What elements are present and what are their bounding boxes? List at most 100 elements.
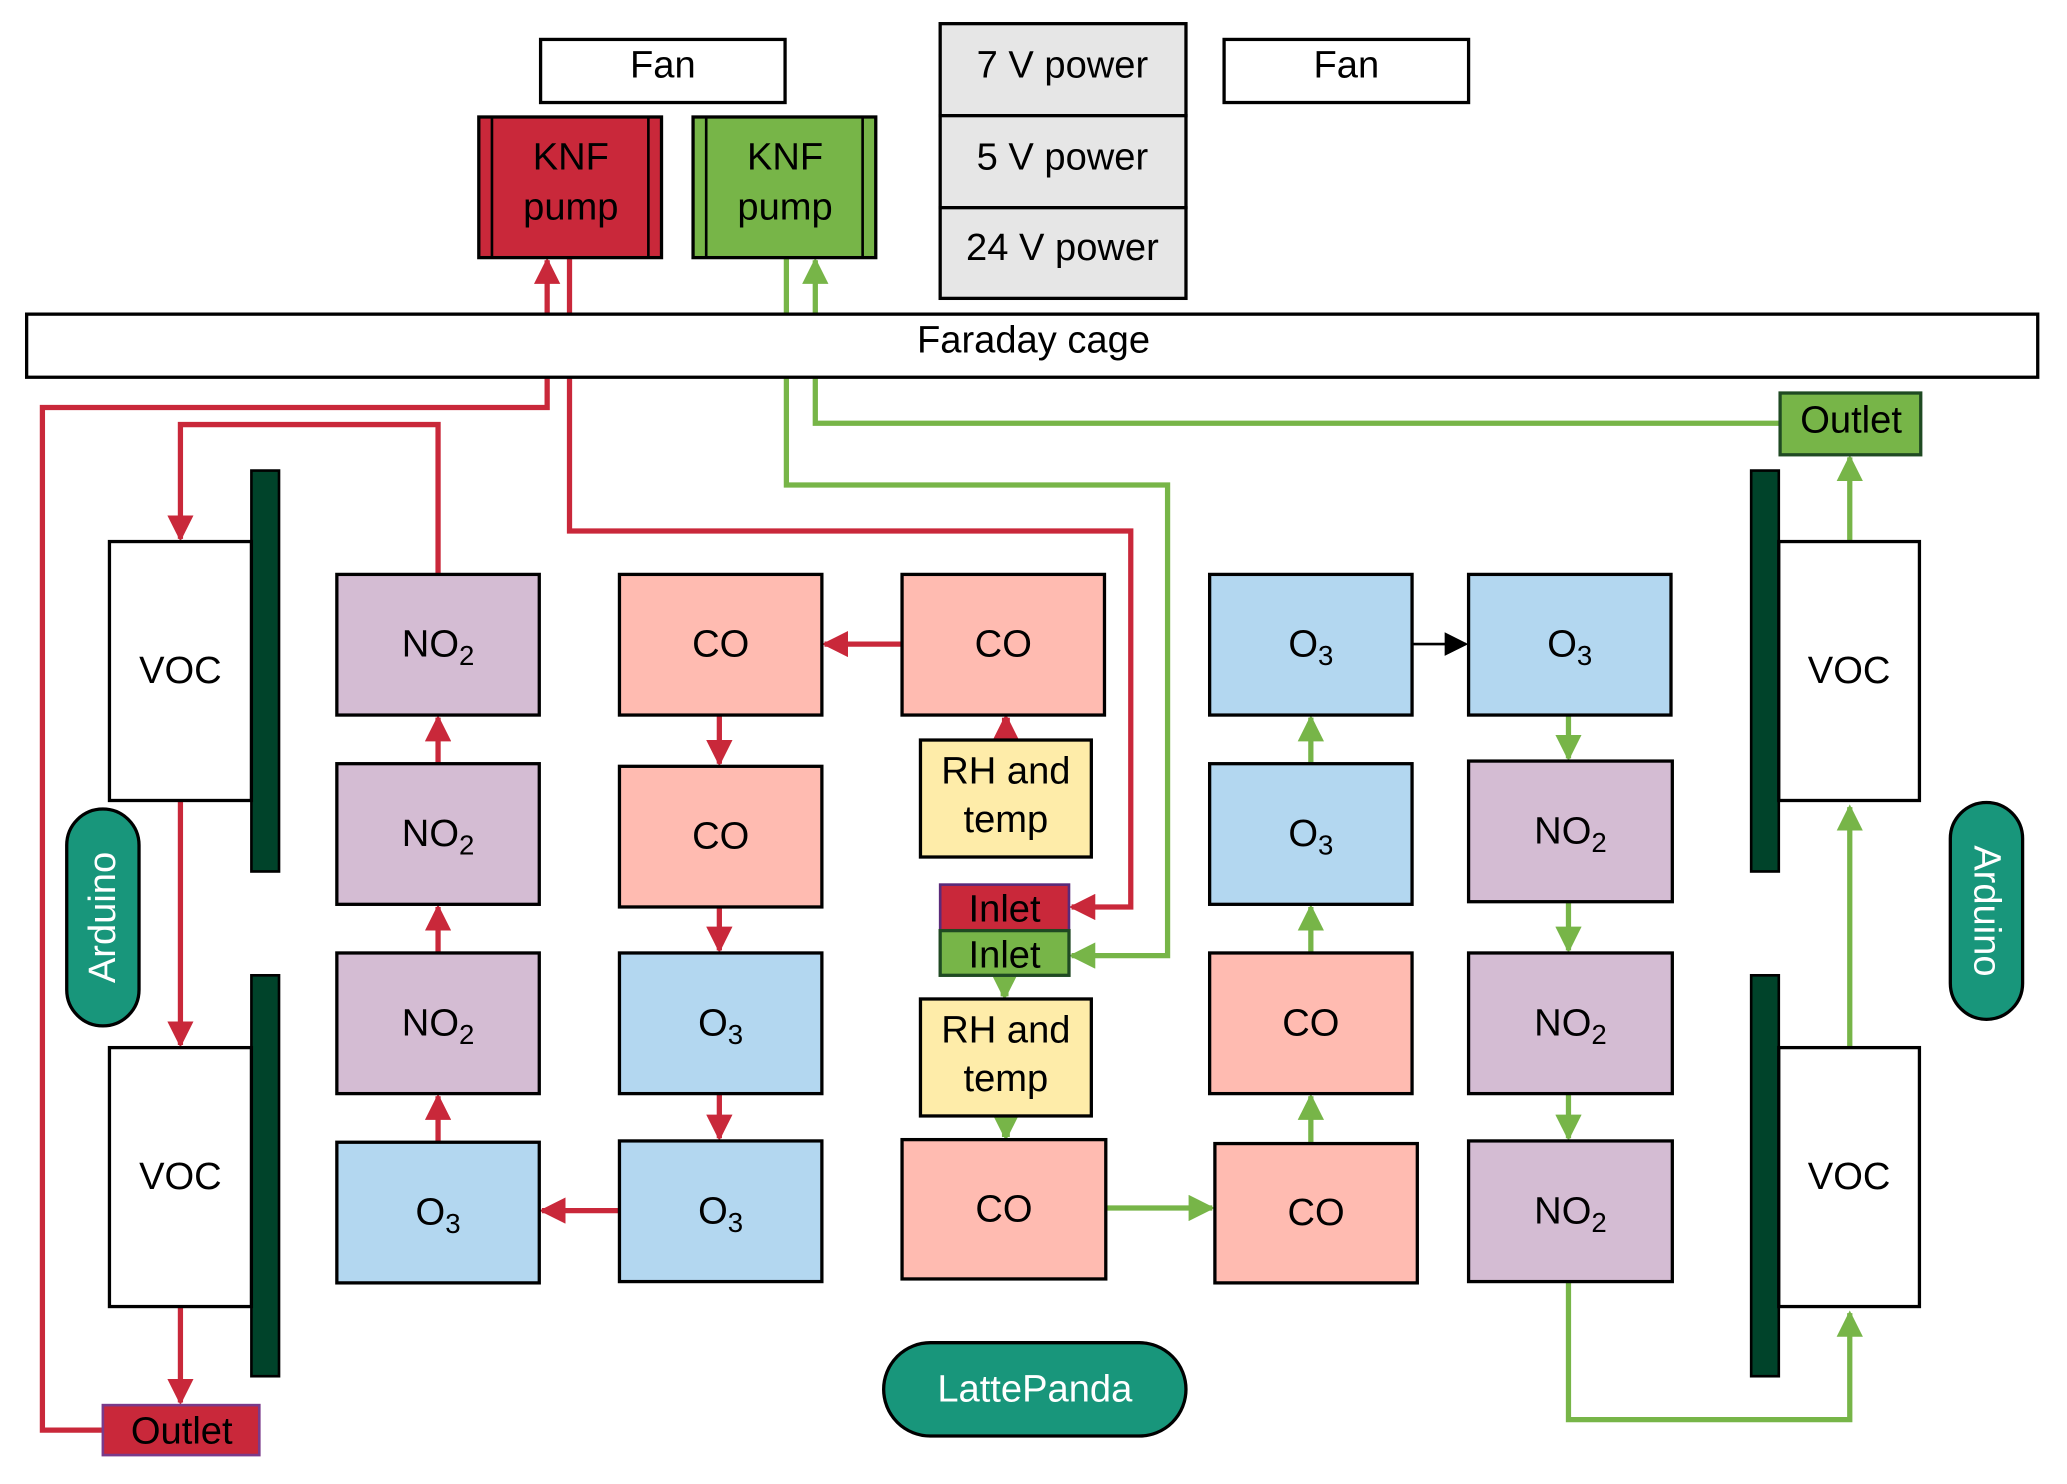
o3-mid-2-label: O3	[698, 1190, 743, 1237]
outlet-red	[101, 1403, 261, 1457]
co-right-2-box	[1213, 1141, 1419, 1285]
co-green-first-label: CO	[975, 1188, 1032, 1230]
arduino-right-label: Arduino	[1965, 845, 2007, 976]
rh-temp-sensor-green-label-line1: RH and	[941, 1010, 1070, 1052]
lattepanda: LattePanda	[882, 1341, 1188, 1438]
rh-temp-sensor-red-label-line2: temp	[964, 799, 1049, 841]
rh-temp-sensor-green: RH and temp	[918, 997, 1093, 1118]
o3-right-1: O3	[1207, 572, 1414, 717]
voc-top-left-label: VOC	[139, 650, 222, 692]
o3-mid-1-label: O3	[698, 1002, 743, 1049]
no2-left-2: NO2	[335, 762, 541, 906]
faraday-cage	[24, 312, 2040, 379]
co-mid-1-box	[617, 572, 824, 717]
fan-left-label: Fan	[630, 45, 696, 87]
voc-top-left-box	[107, 539, 254, 803]
o3-right-3: O3	[1466, 572, 1673, 717]
rh-temp-sensor-green-box	[918, 997, 1093, 1118]
voc-bottom-right-box	[1777, 1045, 1922, 1309]
co-mid-1-label: CO	[692, 624, 749, 666]
board-right-bottom	[1749, 973, 1781, 1378]
no2-left-3: NO2	[335, 951, 541, 1096]
voc-bottom-right-label: VOC	[1808, 1156, 1891, 1198]
voc-bottom-left: VOC	[107, 1045, 254, 1309]
rh-temp-sensor-red: RH and temp	[918, 738, 1093, 859]
o3-mid-2-box	[617, 1139, 824, 1284]
co-right-2-label: CO	[1288, 1192, 1345, 1234]
power-supply-3	[938, 206, 1188, 301]
o3-left-bottom: O3	[335, 1140, 541, 1285]
outlet-green	[1778, 391, 1923, 457]
no2-right-3-box	[1466, 1139, 1674, 1284]
rh-temp-sensor-red-label-line1: RH and	[941, 751, 1070, 793]
power-supply-2-label: 5 V power	[977, 137, 1149, 179]
co-right-1-box	[1207, 951, 1414, 1096]
fan-right	[1222, 37, 1471, 105]
co-red-first-box	[900, 572, 1107, 717]
power-supply-3-label: 24 V power	[966, 227, 1159, 269]
no2-left-1: NO2	[335, 572, 541, 717]
voc-top-left: VOC	[107, 539, 254, 803]
no2-left-1-label: NO2	[402, 624, 475, 671]
knf-pump-red-label-line2: pump	[523, 187, 618, 229]
rh-temp-sensor-green-label-line2: temp	[964, 1058, 1049, 1100]
knf-pump-green-label-line2: pump	[737, 187, 832, 229]
red-pump-exhaust-to-inlet	[566, 257, 1134, 921]
lattepanda-label: LattePanda	[937, 1368, 1133, 1410]
co-green-first-box	[900, 1137, 1108, 1281]
co-mid-2: CO	[617, 764, 824, 909]
lattepanda-shape	[882, 1341, 1188, 1438]
co-red-first-label: CO	[975, 624, 1032, 666]
outlet-green-label: Outlet	[1800, 400, 1902, 442]
co-right-1-label: CO	[1282, 1002, 1339, 1044]
o3-right-3-box	[1466, 572, 1673, 717]
outlet-red-label: Outlet	[131, 1410, 233, 1452]
o3-right-2: O3	[1207, 762, 1414, 906]
co-right-2: CO	[1213, 1141, 1419, 1285]
o3-left-bottom-label: O3	[416, 1192, 461, 1239]
co-red-first: CO	[900, 572, 1107, 717]
voc-bottom-right: VOC	[1777, 1045, 1922, 1309]
fan-left	[538, 37, 787, 105]
o3-mid-1-box	[617, 951, 824, 1096]
no2-left-3-label: NO2	[402, 1002, 475, 1049]
no2-right-1-box	[1466, 759, 1674, 904]
knf-pump-red-label-line1: KNF	[533, 137, 609, 179]
no2-right-1-label: NO2	[1534, 810, 1607, 857]
o3-right-1-box	[1207, 572, 1414, 717]
no2-left-3-box	[335, 951, 541, 1096]
knf-pump-green-body	[691, 115, 878, 260]
co-mid-2-box	[617, 764, 824, 909]
o3-mid-2: O3	[617, 1139, 824, 1284]
knf-pump-green: KNF pump	[691, 115, 878, 260]
o3-right-1-label: O3	[1288, 624, 1333, 671]
inlet-green	[938, 928, 1071, 977]
o3-right-3-label: O3	[1547, 624, 1592, 671]
green-no2-to-voc	[1565, 1281, 1863, 1423]
no2-right-1: NO2	[1466, 759, 1674, 904]
board-left-bottom	[250, 973, 281, 1378]
voc-bottom-left-label: VOC	[139, 1156, 222, 1198]
no2-right-3-label: NO2	[1534, 1190, 1607, 1237]
arduino-left-shape	[65, 807, 141, 1028]
o3-mid-1: O3	[617, 951, 824, 1096]
arduino-left-label: Arduino	[82, 852, 124, 983]
green-pump-exhaust-to-inlet	[783, 257, 1171, 969]
power-supply-1	[938, 22, 1188, 118]
board-left-top	[250, 469, 281, 873]
arduino-right-shape	[1948, 800, 2025, 1021]
rh-temp-sensor-red-box	[918, 738, 1093, 859]
o3-right-2-box	[1207, 762, 1414, 906]
no2-left-2-label: NO2	[402, 813, 475, 860]
knf-pump-red: KNF pump	[477, 115, 664, 260]
arduino-left: Arduino	[65, 807, 141, 1028]
inlet-red-label: Inlet	[969, 889, 1041, 931]
knf-pump-green-label-line1: KNF	[747, 137, 823, 179]
power-supply-2	[938, 114, 1188, 210]
no2-right-2: NO2	[1466, 951, 1674, 1096]
co-mid-1: CO	[617, 572, 824, 717]
arduino-right: Arduino	[1948, 800, 2025, 1021]
knf-pump-red-body	[477, 115, 664, 260]
inlet-green-label: Inlet	[969, 935, 1041, 977]
